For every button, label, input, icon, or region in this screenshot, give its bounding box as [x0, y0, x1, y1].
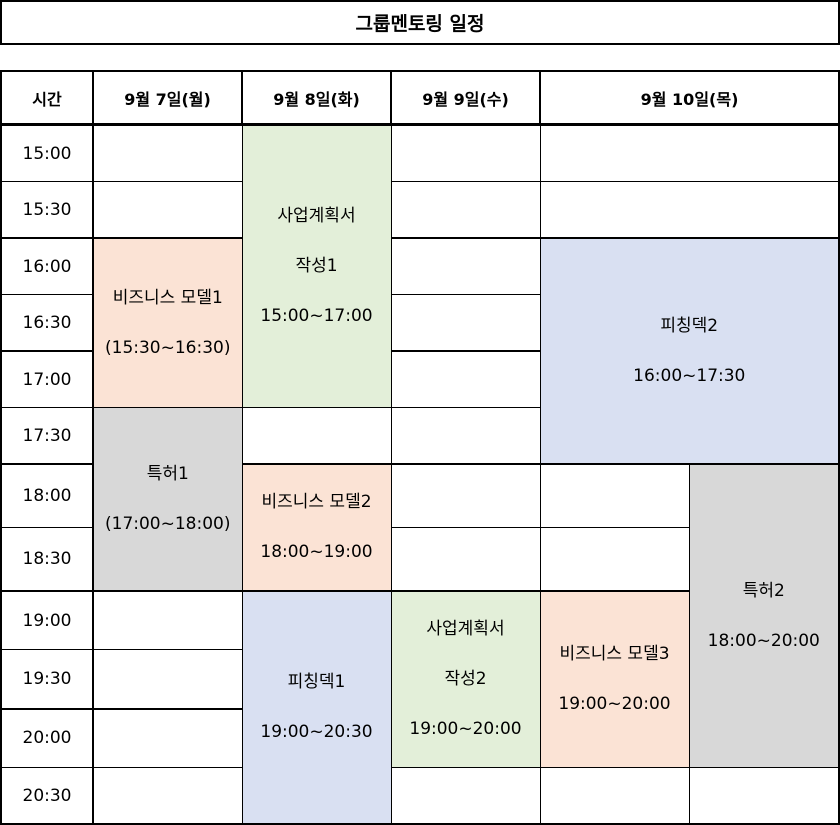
table-row: 19:00 피칭덱1 19:00~20:30 사업계획서 작성2 19:00~2…: [0, 590, 839, 825]
time-cell: 17:30: [0, 407, 94, 465]
time-cell: 16:30: [0, 294, 94, 352]
header-day-tue: 9월 8일(화): [241, 70, 392, 126]
event-name: 피칭덱1: [287, 672, 346, 692]
time-cell: 19:00: [0, 590, 94, 651]
table-row: 18:00 비즈니스 모델2 18:00~19:00 특허2 18:00~20:…: [0, 463, 840, 768]
empty-cell: [539, 527, 690, 592]
event-time: 15:00~17:00: [260, 306, 373, 326]
empty-cell: [390, 294, 541, 352]
empty-cell: [390, 123, 541, 182]
event-name: 작성1: [295, 256, 338, 276]
event-name: 작성2: [444, 669, 487, 689]
table-row: 20:30: [0, 767, 840, 825]
table-row: 16:00 비즈니스 모델1 (15:30~16:30) 피칭덱2 16:00~…: [0, 237, 840, 465]
empty-cell: [92, 123, 243, 182]
table-row: 19:30: [0, 649, 839, 710]
event-name: 비즈니스 모델1: [112, 287, 223, 308]
event-time: 18:00~19:00: [260, 542, 373, 562]
time-cell: 15:30: [0, 181, 94, 239]
empty-cell: [539, 767, 690, 825]
event-cell-biz1: 비즈니스 모델1 (15:30~16:30): [92, 237, 243, 408]
header-time: 시간: [0, 70, 94, 126]
event-cell-plan2: 사업계획서 작성2 19:00~20:00: [390, 590, 541, 768]
event-cell-patent1: 특허1 (17:00~18:00): [92, 407, 243, 592]
header-day-wed: 9월 9일(수): [390, 70, 541, 126]
empty-cell: [390, 181, 541, 239]
time-cell: 19:30: [0, 649, 94, 710]
empty-cell: [92, 181, 243, 239]
empty-cell: [92, 649, 243, 710]
empty-cell: [539, 463, 690, 528]
table-row: 15:30: [0, 181, 840, 239]
time-cell: 18:30: [0, 527, 94, 592]
event-name: 사업계획서: [277, 206, 356, 226]
event-name: 사업계획서: [426, 619, 505, 639]
empty-cell: [92, 707, 243, 768]
empty-cell: [390, 350, 541, 408]
event-time: 16:00~17:30: [633, 365, 746, 386]
time-cell: 16:00: [0, 237, 94, 295]
empty-cell: [390, 767, 541, 825]
event-time: 19:00~20:00: [409, 719, 522, 739]
event-time: (17:00~18:00): [105, 513, 231, 534]
event-name: 비즈니스 모델2: [261, 492, 372, 512]
event-time: 19:00~20:00: [558, 694, 671, 714]
empty-cell: [390, 527, 541, 592]
time-cell: 20:30: [0, 767, 94, 825]
event-time: 19:00~20:30: [260, 722, 373, 742]
event-cell-patent2: 특허2 18:00~20:00: [688, 463, 840, 768]
header-day-mon: 9월 7일(월): [92, 70, 243, 126]
page-title: 그룹멘토링 일정: [0, 0, 840, 45]
event-cell-plan1: 사업계획서 작성1 15:00~17:00: [241, 123, 392, 408]
table-row: 16:30: [0, 294, 839, 352]
event-name: 피칭덱2: [660, 315, 719, 336]
time-cell: 18:00: [0, 463, 94, 528]
empty-cell: [390, 237, 541, 295]
event-time: 18:00~20:00: [707, 630, 820, 651]
header-row: 시간 9월 7일(월) 9월 8일(화) 9월 9일(수) 9월 10일(목): [0, 70, 840, 126]
event-cell-pitch1: 피칭덱1 19:00~20:30: [241, 590, 392, 825]
event-cell-biz2: 비즈니스 모델2 18:00~19:00: [241, 463, 392, 592]
empty-cell: [92, 767, 243, 825]
table-row: 15:00 사업계획서 작성1 15:00~17:00: [0, 123, 840, 408]
event-cell-biz3: 비즈니스 모델3 19:00~20:00: [539, 590, 690, 768]
empty-cell: [539, 123, 840, 182]
header-day-thu: 9월 10일(목): [538, 70, 840, 126]
empty-cell: [241, 407, 392, 465]
table-row: 17:30 특허1 (17:00~18:00): [0, 407, 839, 592]
time-cell: 17:00: [0, 350, 94, 408]
table-row: 20:00: [0, 707, 839, 768]
event-name: 특허1: [146, 463, 189, 484]
empty-cell: [390, 407, 541, 465]
schedule-table: 시간 9월 7일(월) 9월 8일(화) 9월 9일(수) 9월 10일(목) …: [0, 70, 840, 825]
empty-cell: [390, 463, 541, 528]
time-cell: 20:00: [0, 707, 94, 768]
time-cell: 15:00: [0, 123, 94, 182]
event-time: (15:30~16:30): [105, 337, 231, 358]
event-name: 특허2: [742, 580, 785, 601]
empty-cell: [688, 767, 840, 825]
empty-cell: [539, 181, 840, 239]
event-name: 비즈니스 모델3: [559, 644, 670, 664]
event-cell-pitch2: 피칭덱2 16:00~17:30: [539, 237, 840, 465]
empty-cell: [92, 590, 243, 651]
